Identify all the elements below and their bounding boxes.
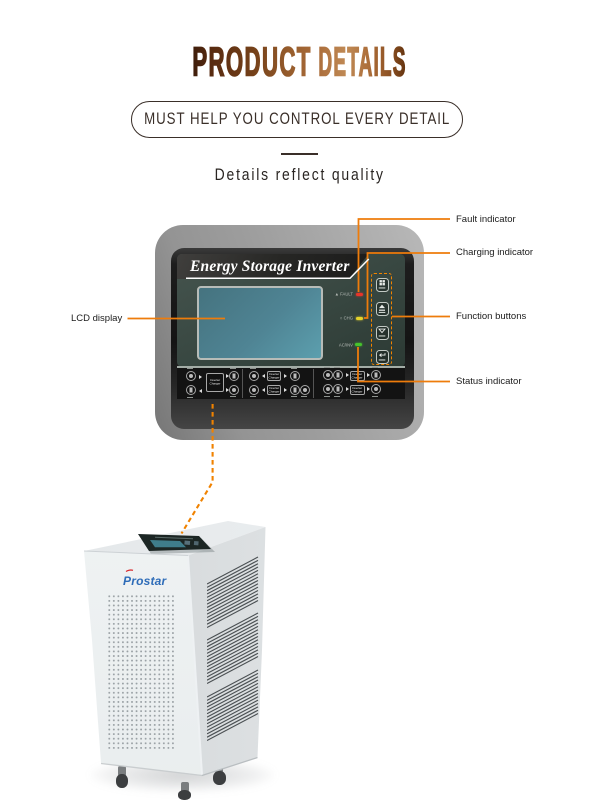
- svg-text:PRODUCT: PRODUCT: [192, 38, 311, 84]
- svg-text:DETAILS: DETAILS: [318, 38, 406, 84]
